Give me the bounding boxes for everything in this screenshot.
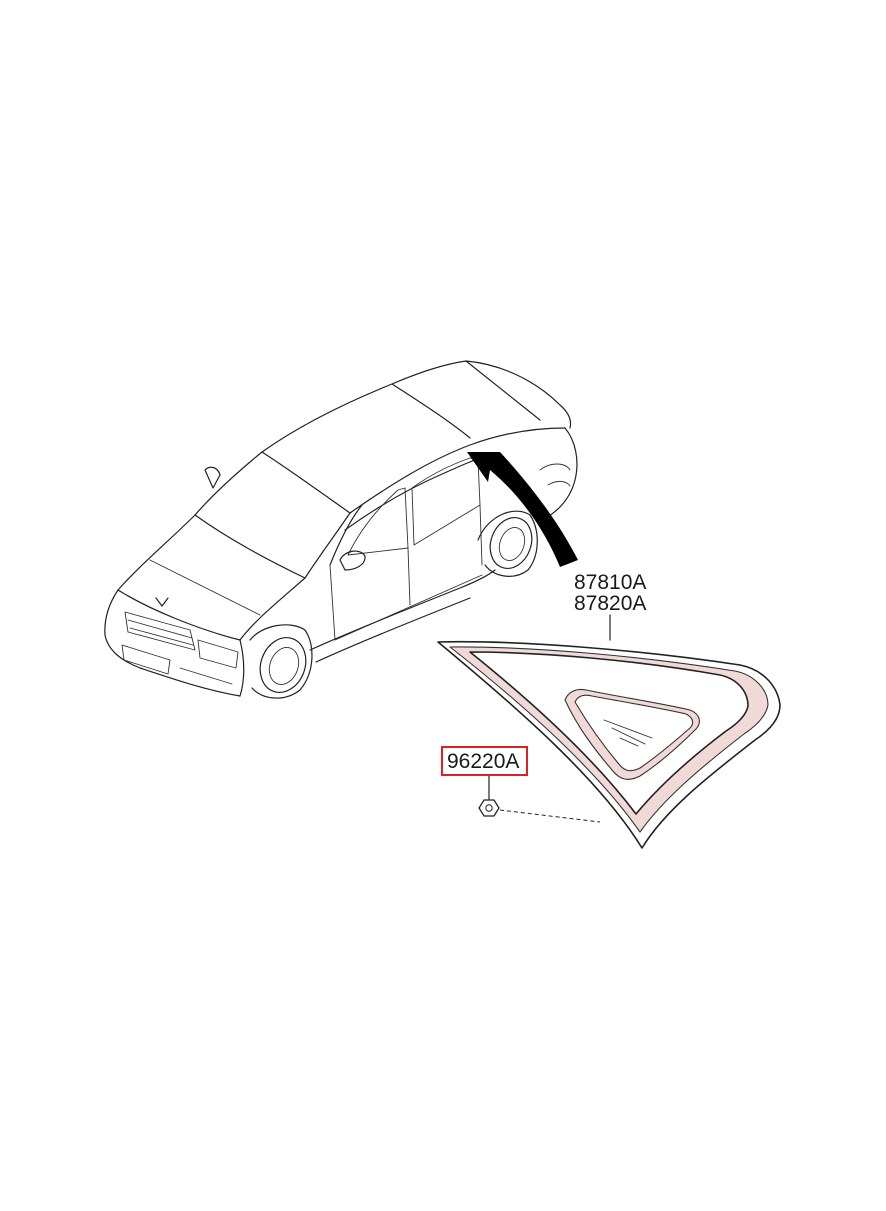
part-number-87820a: 87820A (574, 592, 646, 615)
clip-fastener-icon (478, 799, 500, 817)
part-number-87810a: 87810A (574, 571, 646, 594)
part-number-96220a[interactable]: 96220A (447, 750, 519, 773)
highlight-box (441, 746, 528, 776)
location-arrow-icon (467, 452, 578, 567)
leader-line-clip-dashed (499, 809, 601, 823)
quarter-window-glass-icon (437, 640, 781, 849)
sedan-illustration (104, 360, 578, 699)
